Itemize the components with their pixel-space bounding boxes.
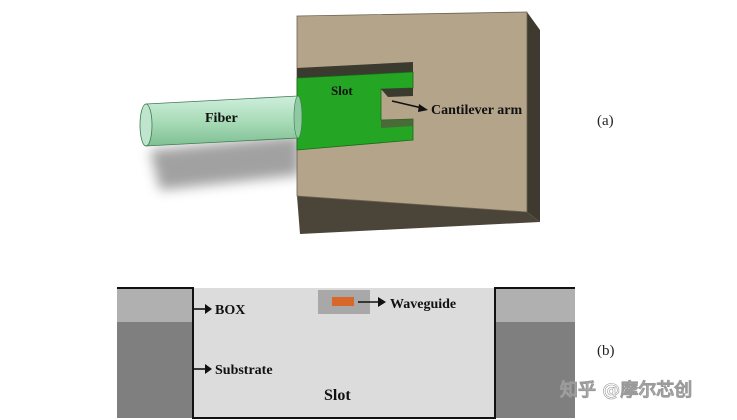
fiber-end-slot — [293, 95, 303, 139]
right-box-layer — [495, 288, 575, 322]
left-substrate — [117, 322, 193, 418]
fiber — [139, 95, 303, 147]
right-substrate — [495, 322, 575, 418]
cantilever-arrowhead — [418, 104, 428, 112]
waveguide-arrowhead — [378, 297, 386, 307]
fiber-label: Fiber — [205, 111, 238, 126]
panel-b-diagram: Waveguide BOX Substrate Slot — [117, 287, 575, 419]
cantilever-arrow — [391, 100, 423, 109]
panel-b-label: (b) — [597, 343, 615, 359]
block-front-face — [297, 196, 540, 234]
block-right-face — [527, 12, 540, 222]
slot-label-a: Slot — [331, 83, 353, 98]
fiber-end-cap — [139, 103, 153, 147]
waveguide-label: Waveguide — [390, 297, 456, 312]
box-label: BOX — [215, 303, 245, 318]
watermark: 知乎 @摩尔芯创 — [560, 379, 692, 401]
left-box-layer — [117, 288, 193, 322]
waveguide-core — [332, 297, 354, 306]
substrate-label: Substrate — [215, 363, 273, 378]
slot-outline — [117, 287, 575, 419]
panel-a-label: (a) — [597, 113, 614, 129]
substrate-arrowhead — [205, 364, 212, 374]
panel-a-diagram: Fiber Slot Cantilever arm — [139, 11, 540, 234]
notch-shadow — [381, 88, 413, 97]
fiber-shadow — [150, 135, 300, 190]
cantilever-label: Cantilever arm — [431, 103, 522, 118]
box-arrowhead — [205, 304, 212, 314]
slot-label-b: Slot — [324, 387, 351, 404]
notch-shadow-lower — [381, 119, 413, 128]
